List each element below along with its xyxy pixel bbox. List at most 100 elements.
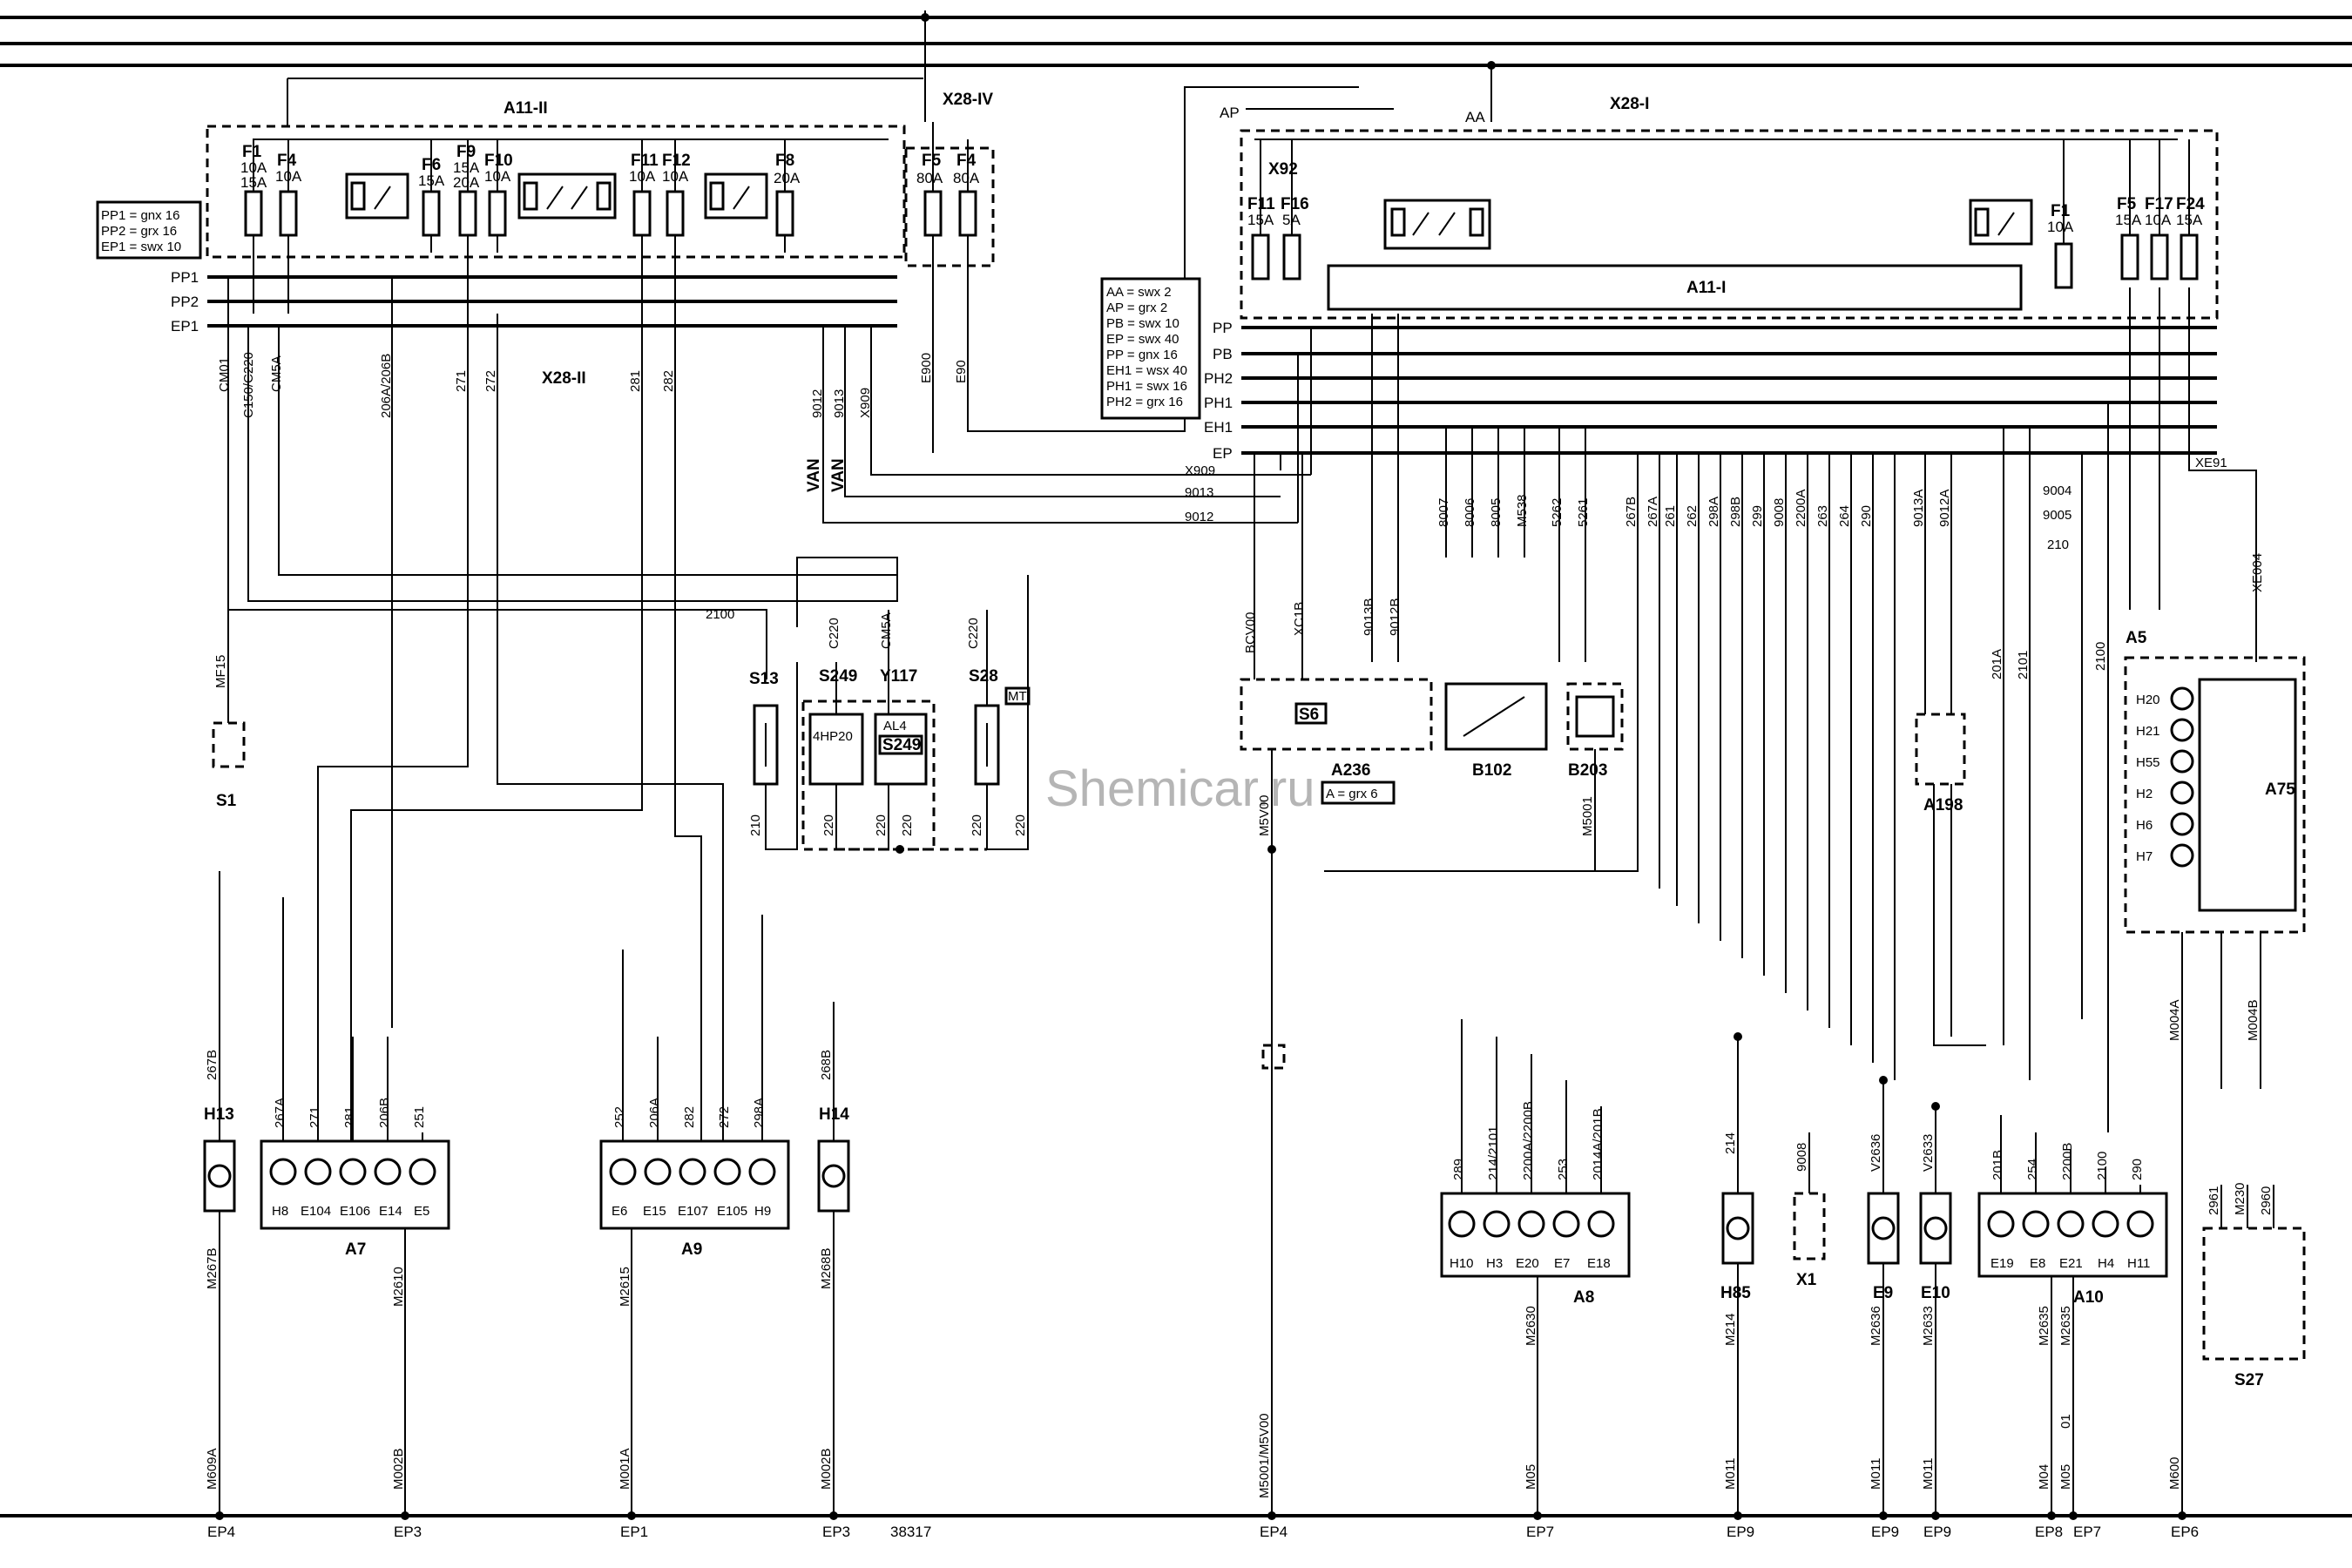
- a11-ii-label: A11-II: [504, 99, 548, 118]
- wire-210-h: 210: [2047, 537, 2069, 552]
- component-s28: S28 MT C220 220 220 220: [836, 575, 1031, 854]
- bus-pp1: PP1: [171, 269, 199, 286]
- wire-xe91: XE91: [2195, 456, 2227, 470]
- fuse-f12: [666, 190, 685, 237]
- bus-pp2: PP2: [171, 294, 199, 310]
- wire-m011-e10: M011: [1921, 1458, 1936, 1490]
- component-wire-labels: 267A 271 281 206B 251 252 206A 282 272 2…: [273, 1098, 2145, 1180]
- component-e10: E10: [1919, 1102, 1952, 1516]
- wire-m268b: M268B: [819, 1247, 834, 1289]
- fuse-f9-rating: 15A: [453, 159, 480, 176]
- x28-iv-fuse-box: X28-IV F5 80A F4 80A: [904, 86, 1359, 453]
- y117-label: Y117: [880, 667, 917, 686]
- wire-m609a: M609A: [205, 1448, 220, 1490]
- component-a236: S6 A236 A = grx 6 M5V00: [1240, 678, 1433, 1516]
- a9-e107: E107: [678, 1204, 708, 1219]
- left-legend: PP1 = gnx 16 PP2 = grx 16 EP1 = swx 10: [96, 200, 202, 260]
- x28-i-fuse-box: X28-I AP AA X92 F11 15A F16 5A F1 10A F5…: [1220, 95, 2219, 320]
- wire-m04: M04: [2037, 1464, 2051, 1490]
- fuse-r-f1-rating: 10A: [2047, 219, 2074, 235]
- component-h85: H85: [1720, 1032, 1754, 1516]
- component-b203: B203 M5001: [1566, 682, 1624, 871]
- a8-e7: E7: [1554, 1256, 1570, 1271]
- bus-ep: EP: [1213, 445, 1233, 462]
- bus-pb: PB: [1213, 346, 1233, 362]
- wire-c220-s28: C220: [966, 618, 981, 649]
- fuse-f4-80a: [958, 190, 977, 237]
- fuse-f10-name: F10: [484, 152, 513, 170]
- fuse-r-f5-rating: 15A: [2115, 212, 2142, 228]
- fuse-x28iv-f5-name: F5: [922, 152, 942, 170]
- bottom-wire-labels: 267B M267B M609A M2610 M002B M2615 M001A…: [205, 999, 2274, 1498]
- y117-4hp20: 4HP20: [813, 729, 853, 744]
- fuse-f6: [422, 190, 441, 237]
- a7-e106: E106: [340, 1204, 370, 1219]
- component-a8: H10 H3 E20 E7 E18 A8: [1440, 1019, 1631, 1516]
- b102-label: B102: [1472, 761, 1511, 780]
- wire-263: 263: [1815, 505, 1830, 527]
- wire-214: 214: [1723, 1132, 1738, 1154]
- wire-c220-a: C220: [827, 618, 841, 649]
- ground-ep3-b: EP3: [822, 1524, 850, 1540]
- fuse-f10: [488, 190, 507, 237]
- legend-right-0: AA = swx 2: [1106, 285, 1172, 300]
- a9-label: A9: [681, 1240, 702, 1259]
- ground-ep4-b: EP4: [1260, 1524, 1288, 1540]
- fuse-r-f11: [1251, 233, 1270, 280]
- wire-8006: 8006: [1463, 498, 1477, 527]
- ground-ep3-a: EP3: [394, 1524, 422, 1540]
- wire-9012-h: 9012: [1185, 510, 1213, 524]
- wire-206a-206b: 206A/206B: [379, 354, 394, 418]
- fuse-r-f1-name: F1: [2051, 202, 2071, 220]
- wire-01: 01: [2058, 1414, 2073, 1429]
- ground-ep1: EP1: [620, 1524, 648, 1540]
- wire-9008-x1: 9008: [1794, 1143, 1809, 1172]
- a11-ii-fuse-box: A11-II F1 10A 15A F4 10A F6 15A F9 15A 2…: [206, 78, 923, 314]
- a7-wire-267a: 267A: [273, 1098, 287, 1128]
- wire-9013-h: 9013: [1185, 485, 1213, 500]
- fuse-f1: [244, 190, 263, 237]
- wire-m2633: M2633: [1921, 1306, 1936, 1346]
- a10-label: A10: [2073, 1288, 2104, 1307]
- s27-label: S27: [2234, 1371, 2264, 1389]
- wire-m2610: M2610: [391, 1267, 406, 1307]
- a10-e8: E8: [2030, 1256, 2045, 1271]
- y117-al4: AL4: [883, 719, 907, 733]
- wire-x909-h: X909: [1185, 463, 1215, 478]
- fuse-r-f1: [2054, 242, 2073, 289]
- van-label-1: VAN: [805, 458, 823, 492]
- a10-h11: H11: [2127, 1256, 2150, 1271]
- wire-290: 290: [1859, 505, 1874, 527]
- wire-271: 271: [454, 370, 469, 392]
- legend-right-6: PH1 = swx 16: [1106, 379, 1187, 394]
- a11-i-module: [1327, 264, 2023, 311]
- wire-cm01: CM01: [217, 357, 232, 392]
- wire-x909: X909: [858, 388, 873, 418]
- wire-9012: 9012: [810, 389, 825, 418]
- ground-rail: EP4 EP3 EP1 EP3 EP4 EP7 EP9 EP9 EP9 EP8 …: [0, 1511, 2352, 1540]
- x28-i-bus: PP PB PH2 PH1 EH1 EP: [1204, 320, 2217, 462]
- a7-wire-281: 281: [342, 1106, 357, 1128]
- wire-m2630: M2630: [1524, 1306, 1538, 1346]
- fuse-f11-name: F11: [631, 152, 659, 170]
- van-label-2: VAN: [829, 458, 848, 492]
- a8-e18: E18: [1587, 1256, 1611, 1271]
- fuse-f4: [279, 190, 298, 237]
- legend-right-2: PB = swx 10: [1106, 316, 1179, 331]
- bus-eh1: EH1: [1204, 419, 1233, 436]
- wire-2200a: 2200A: [1794, 490, 1808, 527]
- component-a7: H8 E104 E106 E14 E5 A7: [260, 897, 450, 1516]
- a10-e21: E21: [2059, 1256, 2083, 1271]
- component-h13: H13: [203, 871, 236, 1516]
- wire-281: 281: [628, 370, 643, 392]
- wire-9005: 9005: [2043, 508, 2072, 523]
- wire-m5v00: M5V00: [1257, 794, 1272, 836]
- wire-9013b: 9013B: [1362, 598, 1376, 636]
- fuse-r-f24-name: F24: [2176, 195, 2205, 213]
- wire-m001a: M001A: [618, 1448, 632, 1490]
- component-a10: E19 E8 E21 H4 H11 A10: [1977, 1115, 2168, 1516]
- right-legend: AA = swx 2 AP = grx 2 PB = swx 10 EP = s…: [1100, 277, 1201, 420]
- fuse-r-f17: [2150, 233, 2169, 280]
- a8-wire-289: 289: [1451, 1159, 1466, 1180]
- a9-e15: E15: [643, 1204, 666, 1219]
